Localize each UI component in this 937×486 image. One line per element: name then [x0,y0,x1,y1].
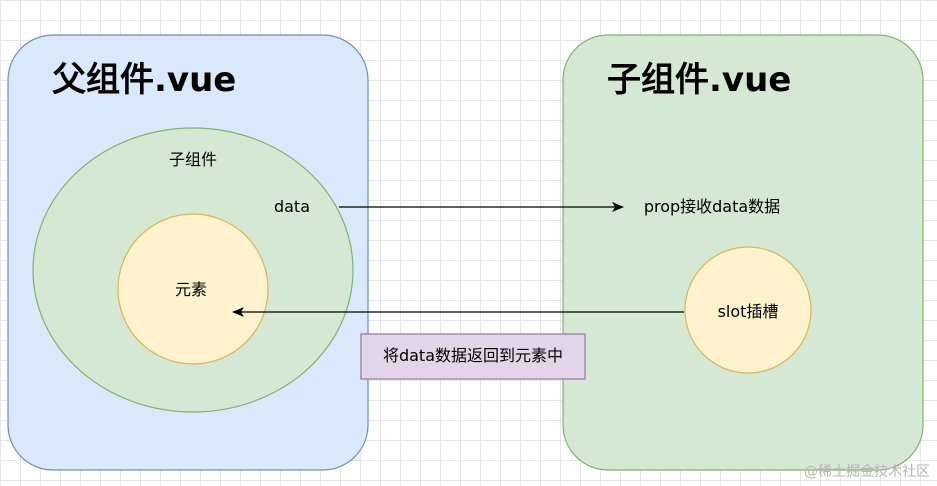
prop-label: prop接收data数据 [644,197,780,216]
return-note-label: 将data数据返回到元素中 [383,346,563,365]
child-title: 子组件.vue [607,60,791,100]
data-label: data [274,197,310,216]
return-note-box [360,333,586,380]
slot-label: slot插槽 [718,302,779,321]
watermark-text: @稀土掘金技术社区 [804,464,930,480]
element-label: 元素 [175,280,207,299]
element-circle [117,213,269,365]
slot-circle [684,246,812,374]
child-ellipse-label: 子组件 [169,150,217,169]
parent-title: 父组件.vue [52,60,236,100]
